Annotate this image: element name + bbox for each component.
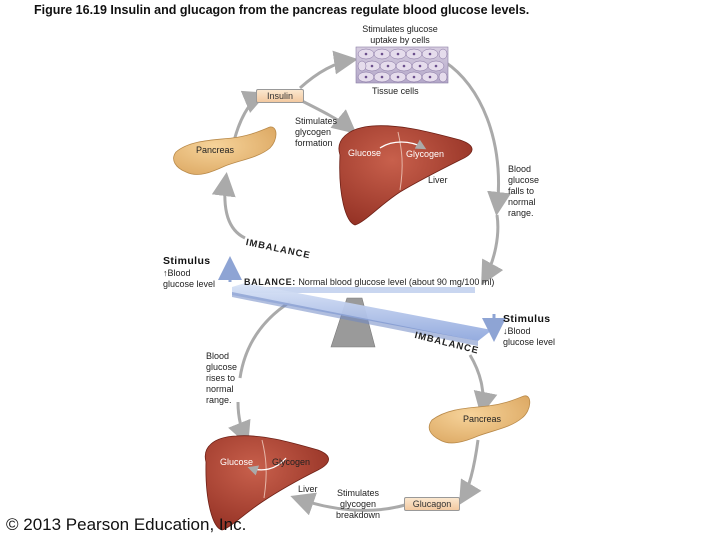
- pancreas-bottom-image: [428, 395, 531, 444]
- cycle-arrow-balance-to-left: [238, 300, 291, 379]
- cycle-arrow-insulin-to-tissue: [298, 50, 358, 90]
- stimulus-right-line-1: Blood: [507, 326, 531, 336]
- stimulus-right-title: Stimulus: [503, 313, 551, 325]
- cycle-arrow-pancreas-to-glucagon: [458, 439, 482, 506]
- uptake-line-1: Stimulates glucose: [362, 24, 438, 34]
- cycle-arrow-imbalance-to-pancreas-bottom: [468, 354, 498, 416]
- falls-normal-label: Blood glucose falls to normal range.: [508, 164, 539, 219]
- uptake-line-2: uptake by cells: [370, 35, 430, 45]
- copyright-notice: © 2013 Pearson Education, Inc.: [6, 515, 247, 534]
- breakdown-line-1: Stimulates: [336, 488, 380, 498]
- breakdown-line-2: glycogen: [339, 499, 377, 509]
- stimulus-left-text: ↑Blood glucose level: [163, 268, 215, 290]
- balance-label-title: BALANCE:: [244, 277, 296, 287]
- stimulus-left-arrow-glyph: ↑: [163, 268, 168, 278]
- cycle-arrow-to-balance: [481, 214, 504, 286]
- pancreas-top-label: Pancreas: [196, 145, 235, 155]
- glycogen-breakdown-label: Stimulates glycogen breakdown: [332, 488, 384, 521]
- tilted-beam: [232, 283, 492, 341]
- balance-beam: [232, 287, 475, 293]
- falls-line-1: Blood: [508, 164, 532, 174]
- tissue-cells-label: Tissue cells: [372, 86, 419, 96]
- uptake-label: Stimulates glucose uptake by cells: [352, 24, 448, 46]
- pancreas-top-image: [173, 126, 277, 175]
- cycle-arrow-tissue-down: [444, 60, 511, 216]
- rises-line-5: range.: [206, 395, 232, 405]
- liver-bottom-image: [204, 435, 329, 531]
- falls-line-3: falls to: [508, 186, 535, 196]
- rises-line-3: rises to: [206, 373, 236, 383]
- glycogen-formation-label: Stimulates glycogen formation: [295, 116, 337, 149]
- figure-title: Figure 16.19 Insulin and glucagon from t…: [34, 3, 530, 17]
- glucose-bottom-label: Glucose: [220, 457, 254, 467]
- cycle-arrow-insulin-to-liver: [299, 98, 357, 134]
- stimulus-left-title: Stimulus: [163, 255, 211, 267]
- stimulus-left-line-1: Blood: [167, 268, 191, 278]
- glycogen-formation-line-3: formation: [295, 138, 333, 148]
- liver-bottom-label: Liver: [298, 484, 318, 494]
- cycle-arrow-left-down: [228, 401, 251, 446]
- seesaw: [232, 283, 492, 348]
- cycle-arrow-glucagon-to-liver: [290, 492, 406, 516]
- stimulus-right-line-2: glucose level: [503, 337, 556, 347]
- glycogen-formation-line-2: glycogen: [295, 127, 332, 137]
- rises-normal-label: Blood glucose rises to normal range.: [206, 351, 237, 406]
- tissue-cells-image: [355, 46, 449, 84]
- liver-top-image: [338, 125, 473, 226]
- rises-line-2: glucose: [206, 362, 238, 372]
- pancreas-bottom-label: Pancreas: [463, 414, 502, 424]
- insulin-label: Insulin: [256, 89, 304, 103]
- balance-label-text: Normal blood glucose level (about 90 mg/…: [298, 277, 495, 287]
- liver-top-label: Liver: [428, 175, 448, 185]
- glycogen-formation-line-1: Stimulates: [295, 116, 338, 126]
- stimulus-right-arrow-glyph: ↓: [503, 326, 508, 336]
- falls-line-4: normal: [508, 197, 536, 207]
- rises-line-1: Blood: [206, 351, 230, 361]
- glucagon-label: Glucagon: [404, 497, 460, 511]
- glucose-top-label: Glucose: [348, 148, 382, 158]
- falls-line-2: glucose: [508, 175, 540, 185]
- falls-line-5: range.: [508, 208, 534, 218]
- breakdown-line-3: breakdown: [335, 510, 381, 520]
- stimulus-left-line-2: glucose level: [163, 279, 216, 289]
- glycogen-top-label: Glycogen: [406, 149, 445, 159]
- stimulus-right-text: ↓Blood glucose level: [503, 326, 555, 348]
- balance-label: BALANCE: Normal blood glucose level (abo…: [244, 277, 494, 288]
- cycle-arrow-imbalance-to-pancreas: [211, 172, 246, 240]
- rises-line-4: normal: [206, 384, 234, 394]
- glycogen-bottom-label: Glycogen: [272, 457, 311, 467]
